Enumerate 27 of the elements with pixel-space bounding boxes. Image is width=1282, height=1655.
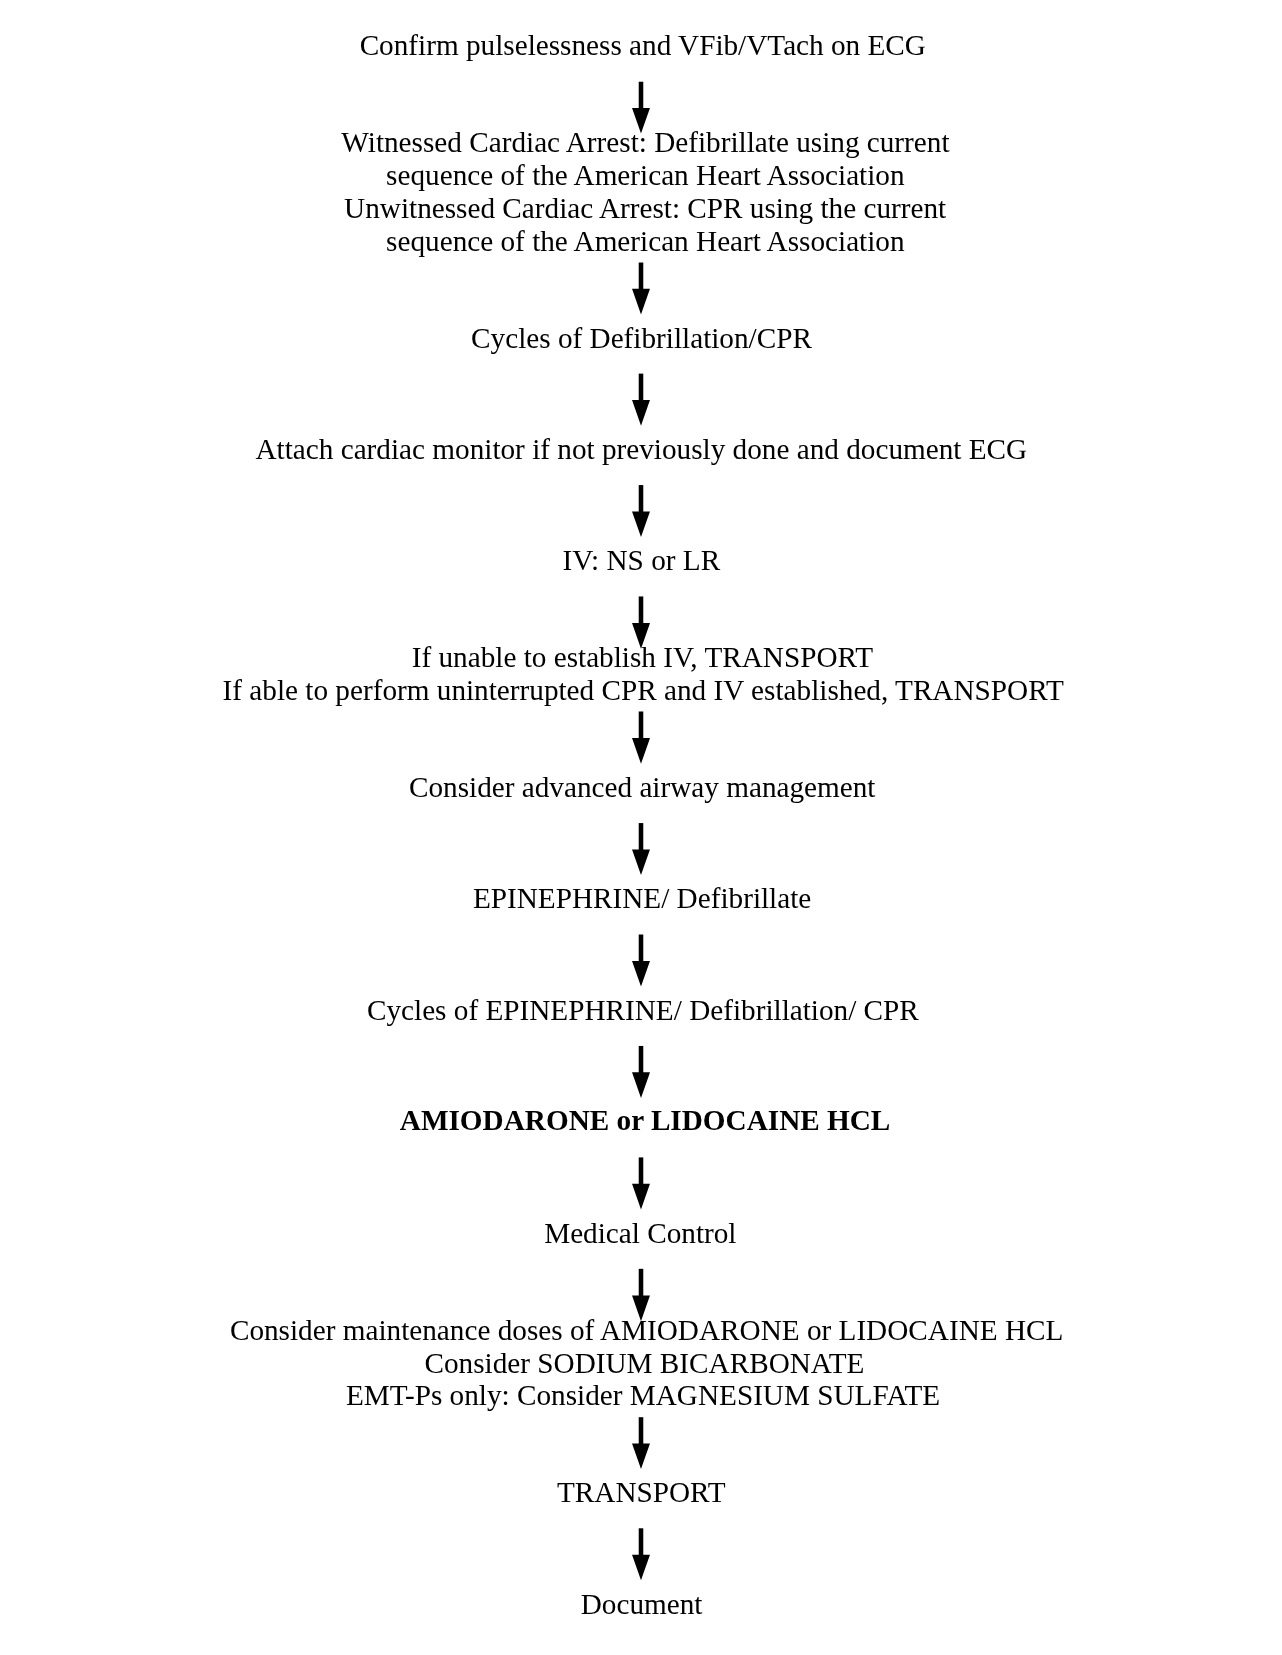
node-text: Attach cardiac monitor if not previously done and document ECG	[255, 432, 1028, 465]
node-text: Consider advanced airway management	[408, 770, 876, 803]
arrow	[632, 823, 650, 876]
node-text: Document	[580, 1587, 703, 1620]
arrow	[632, 1268, 650, 1322]
node-text: Medical Control	[544, 1216, 737, 1249]
node-text: Cycles of Defibrillation/CPR	[471, 321, 812, 354]
arrow	[632, 711, 650, 764]
arrow	[632, 934, 650, 987]
arrow	[632, 485, 650, 538]
arrow	[632, 373, 650, 426]
node-text: Confirm pulselessness and VFib/VTach on ECG	[359, 29, 926, 62]
arrow	[632, 1045, 650, 1098]
arrow	[632, 1417, 650, 1470]
node-text: EPINEPHRINE/ Defibrillate	[472, 882, 812, 915]
node-text: If unable to establish IV, TRANSPORT If able to perform uninterrupted CPR and IV established, TRANSPORT	[222, 641, 1064, 707]
arrow	[632, 1157, 650, 1210]
node-text: Consider maintenance doses of AMIODARONE or LIDOCAINE HCL Consider SODIUM BICARBONATE EMT-Ps only: Consider MAGNESIUM SULFATE	[229, 1313, 1064, 1412]
arrow	[632, 596, 650, 649]
arrow	[632, 1528, 650, 1581]
arrow	[632, 81, 650, 134]
node-text: IV: NS or LR	[562, 544, 721, 577]
arrow	[632, 262, 650, 315]
node-text: Cycles of EPINEPHRINE/ Defibrillation/ CPR	[366, 993, 919, 1026]
node-text: Witnessed Cardiac Arrest: Defibrillate using current sequence of the American Heart Association Unwitnessed Cardiac Arrest: CPR using the current sequence of the American Heart Association	[341, 126, 950, 257]
node-text: AMIODARONE or LIDOCAINE HCL	[399, 1103, 891, 1136]
node-text: TRANSPORT	[556, 1476, 726, 1509]
